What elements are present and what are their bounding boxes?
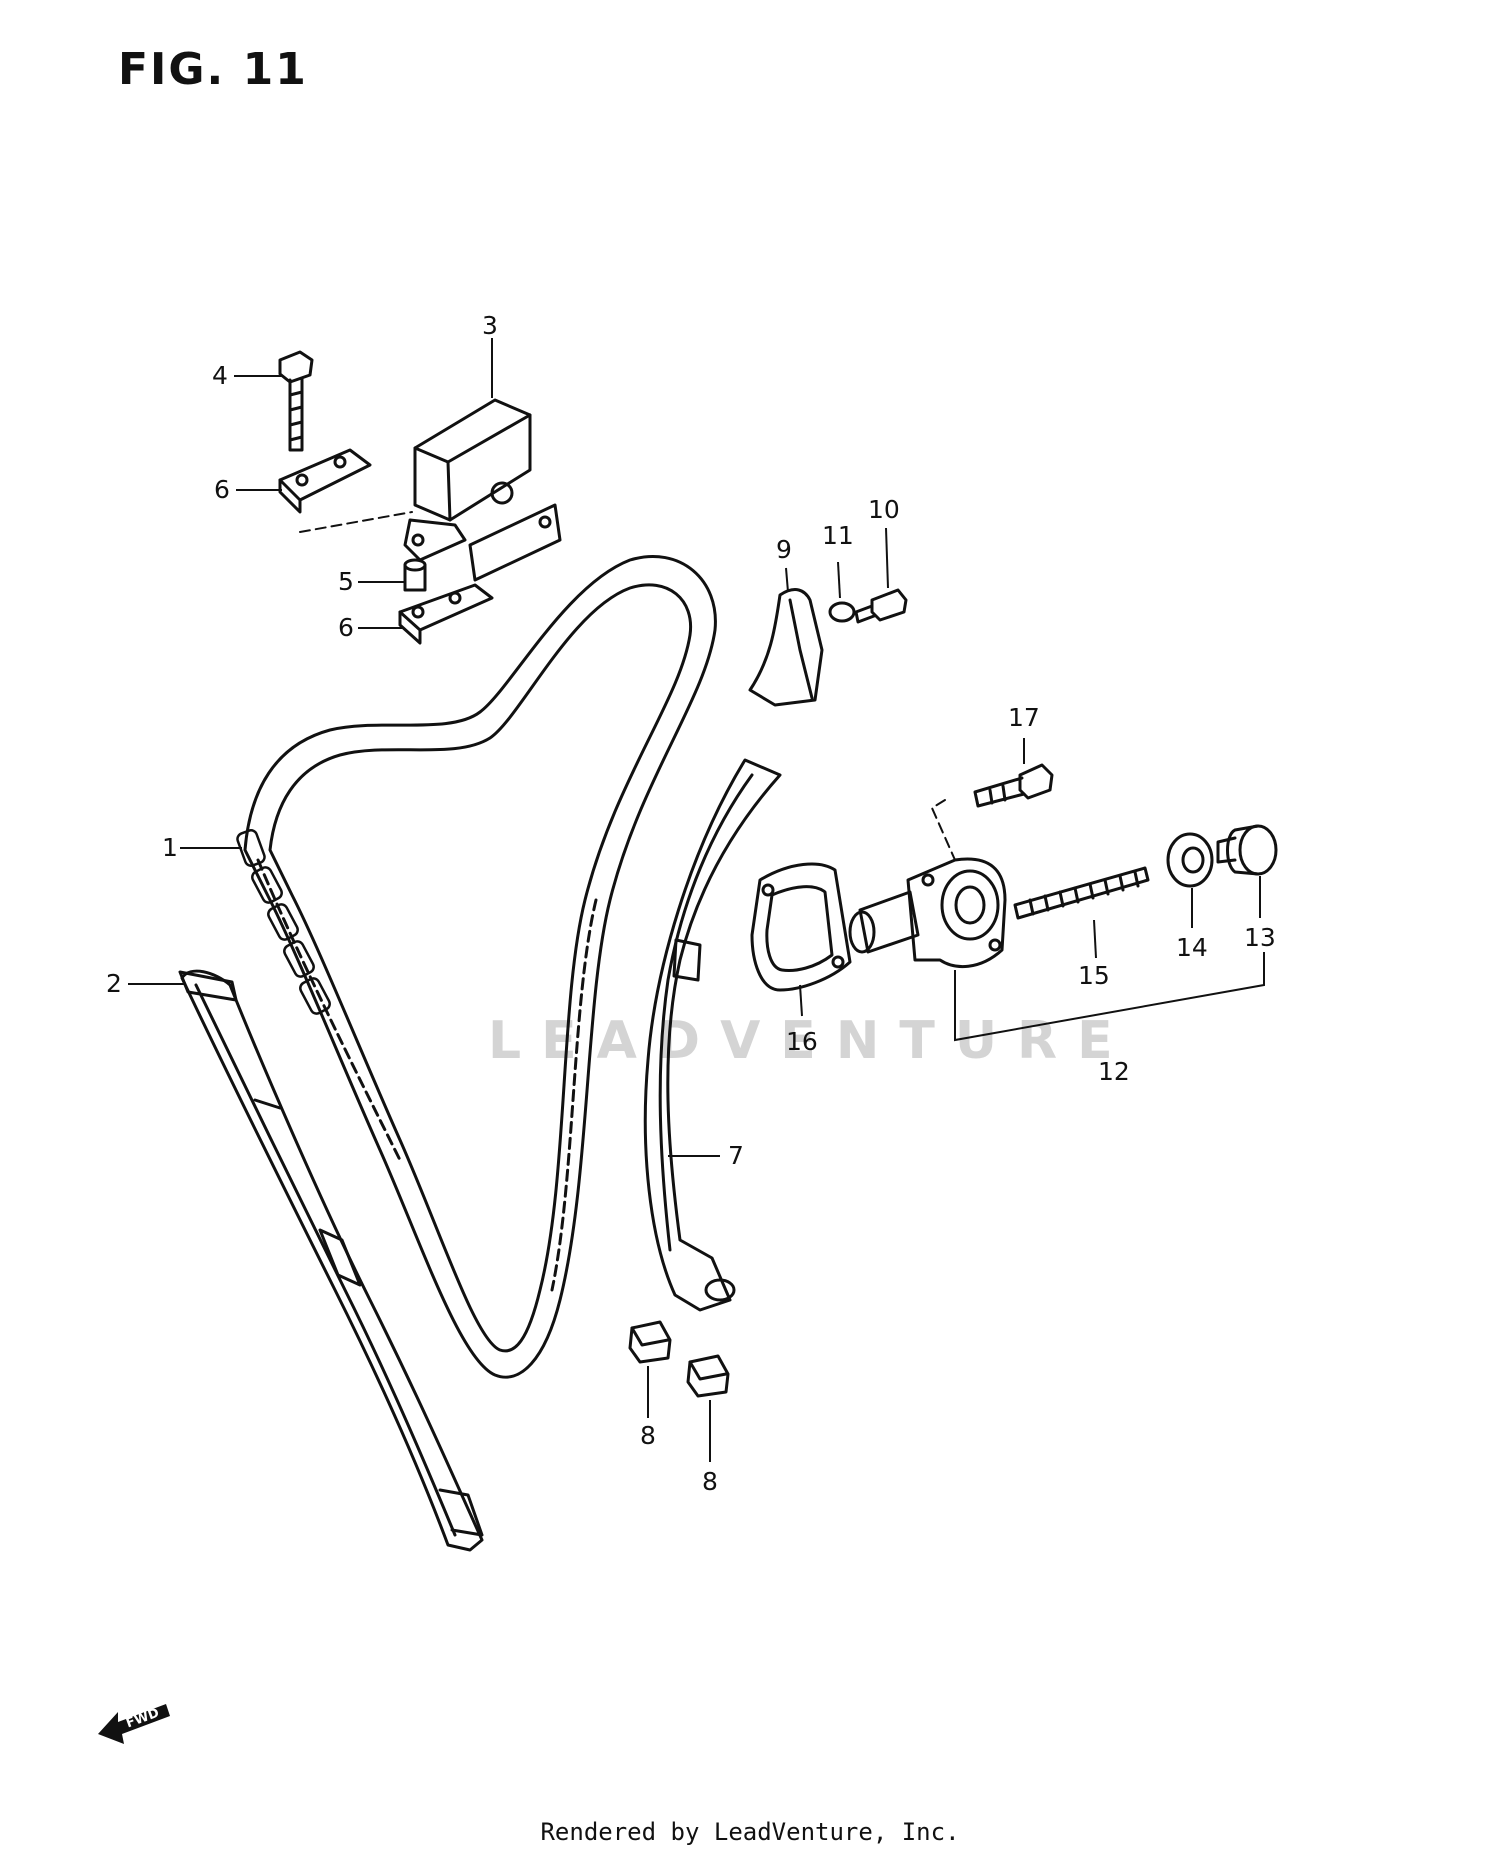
forward-arrow-icon: FWD xyxy=(98,1704,170,1744)
tensioner-spring xyxy=(1013,866,1150,920)
callout-11: 11 xyxy=(822,521,854,550)
callout-8-left: 8 xyxy=(640,1421,656,1450)
callout-6-upper: 6 xyxy=(214,475,230,504)
guide-bolt xyxy=(278,350,314,452)
figure-title: FIG. 11 xyxy=(118,44,308,95)
callout-15: 15 xyxy=(1078,961,1110,990)
callout-2: 2 xyxy=(106,969,122,998)
forward-arrow-label: FWD xyxy=(124,1706,161,1732)
footer-credit: Rendered by LeadVenture, Inc. xyxy=(540,1818,960,1846)
callout-3: 3 xyxy=(482,311,498,340)
callout-9: 9 xyxy=(776,535,792,564)
damper-rubber-b xyxy=(686,1354,730,1398)
tensioner-gasket xyxy=(750,862,852,992)
cam-chain-guide-front xyxy=(178,969,484,1552)
tensioner-bolt xyxy=(973,763,1054,808)
callout-10: 10 xyxy=(868,495,900,524)
cam-chain-guide-rear xyxy=(643,758,782,1312)
callout-17: 17 xyxy=(1008,703,1040,732)
callout-14: 14 xyxy=(1176,933,1208,962)
tensioner-cap-bolt xyxy=(1216,824,1278,876)
callout-5: 5 xyxy=(338,567,354,596)
callout-4: 4 xyxy=(212,361,228,390)
guide-screw xyxy=(854,588,908,624)
guide-plate-lower xyxy=(398,583,494,645)
callout-7: 7 xyxy=(728,1141,744,1170)
callout-6-lower: 6 xyxy=(338,613,354,642)
cam-chain-guide-upper xyxy=(403,398,562,582)
callout-1: 1 xyxy=(162,833,178,862)
washer xyxy=(828,601,856,623)
chain-guide-small xyxy=(748,588,824,707)
callout-13: 13 xyxy=(1244,923,1276,952)
callout-12: 12 xyxy=(1098,1057,1130,1086)
callout-16: 16 xyxy=(786,1027,818,1056)
cam-chain xyxy=(236,555,717,1379)
tensioner-washer xyxy=(1166,832,1214,888)
callout-8-right: 8 xyxy=(702,1467,718,1496)
damper-rubber-a xyxy=(628,1320,672,1364)
cam-chain-tensioner xyxy=(848,857,1007,969)
guide-plate-upper xyxy=(278,448,372,514)
guide-spacer xyxy=(403,558,427,592)
